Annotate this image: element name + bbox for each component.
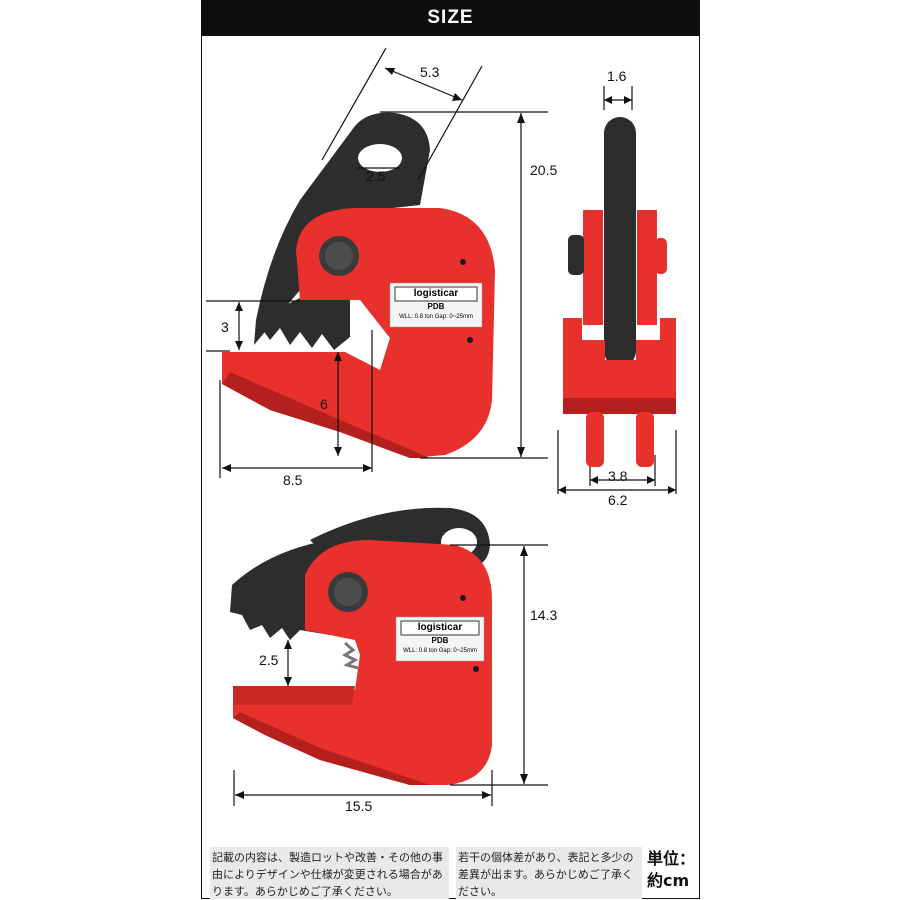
side-hook-plate [604,117,636,367]
dim-total-height: 20.5 [530,162,558,178]
label-text-open: logisticar PDB WLL: 0.8 ton Gap: 0~25mm [395,287,477,322]
clamp-body-shadow-open [222,372,430,458]
dim-hook-width: 5.3 [420,64,440,80]
clamp-body-open [222,208,495,458]
label-text-closed: logisticar PDB WLL: 0.8 ton Gap: 0~25mm [401,621,479,656]
side-leg-right [636,412,654,467]
label-model: PDB [427,302,445,311]
dim-closed-height: 14.3 [530,607,558,623]
dimension-arrows-closed [235,546,528,799]
size-header: SIZE [201,0,700,36]
eye-hole-open [358,144,402,172]
dim-eye-hole: 2.5 [366,168,386,184]
dim-jaw-depth: 6 [320,396,328,412]
page-title: SIZE [427,7,474,28]
dim-closed-jaw-gap: 2.5 [259,652,279,668]
label-spec: WLL: 0.8 ton Gap: 0~25mm [403,648,477,654]
clamp-body-closed [233,540,492,785]
side-leg-left [586,412,604,467]
dim-side-inner-width: 3.8 [608,468,628,484]
label-brand: logisticar [417,622,463,633]
side-left-cheek [583,210,603,325]
note-right: 若干の個体差があり、表記と多少の差異が出ます。あらかじめご了承ください。 [456,847,642,899]
dim-jaw-opening: 3 [221,319,229,335]
dim-side-outer-width: 6.2 [608,492,628,508]
dimension-arrows-open [222,68,676,494]
hook-teeth-open [256,298,350,350]
dim-side-plate-thickness: 1.6 [607,68,627,84]
dimension-lines-open [206,47,677,494]
jaw-base-closed [233,686,355,705]
label-brand: logisticar [413,288,459,299]
side-right-cheek [637,210,657,325]
dim-closed-length: 15.5 [345,798,373,814]
side-base [563,318,676,400]
content-frame [201,36,700,899]
label-model: PDB [431,636,449,645]
side-pin-head-left [568,235,584,275]
unit-label: 単位：約cm [647,849,696,890]
note-left: 記載の内容は、製造ロットや改善・その他の事由によりデザインや仕様が変更される場合… [210,847,449,899]
label-spec: WLL: 0.8 ton Gap: 0~25mm [399,314,473,320]
dim-base-depth: 8.5 [283,472,303,488]
spring-closed [341,641,359,670]
dimension-lines-closed [233,544,548,806]
